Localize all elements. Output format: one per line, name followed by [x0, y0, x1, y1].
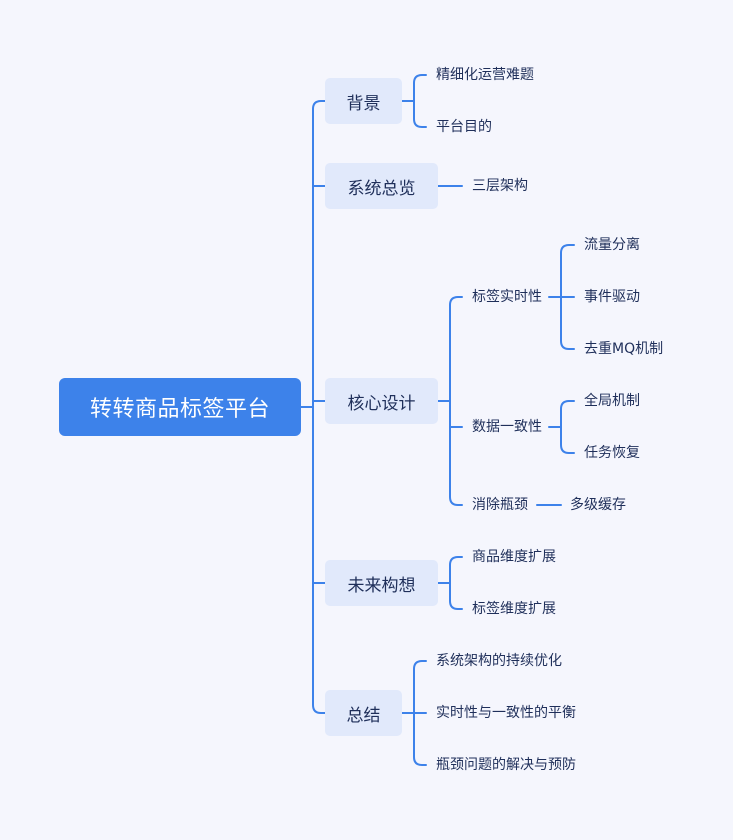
leaf-bottleneck-1[interactable]: 多级缓存	[570, 497, 626, 513]
leaf-overview-1[interactable]: 三层架构	[472, 178, 528, 194]
leaf-background-1[interactable]: 精细化运营难题	[436, 67, 534, 83]
leaf-realtime-3[interactable]: 去重MQ机制	[584, 341, 664, 357]
leaf-summary-1[interactable]: 系统架构的持续优化	[436, 653, 562, 669]
sub-branch-consistency[interactable]: 数据一致性	[472, 419, 542, 435]
leaf-background-2[interactable]: 平台目的	[436, 119, 492, 135]
branch-summary[interactable]: 总结	[325, 690, 402, 736]
root-node[interactable]: 转转商品标签平台	[59, 378, 301, 436]
leaf-consistency-1[interactable]: 全局机制	[584, 393, 640, 409]
leaf-future-1[interactable]: 商品维度扩展	[472, 549, 556, 565]
leaf-summary-2[interactable]: 实时性与一致性的平衡	[436, 705, 576, 721]
branch-core-design[interactable]: 核心设计	[325, 378, 438, 424]
sub-branch-bottleneck[interactable]: 消除瓶颈	[472, 497, 528, 513]
branch-future[interactable]: 未来构想	[325, 560, 438, 606]
leaf-realtime-2[interactable]: 事件驱动	[584, 289, 640, 305]
sub-branch-realtime[interactable]: 标签实时性	[472, 289, 542, 305]
leaf-realtime-1[interactable]: 流量分离	[584, 237, 640, 253]
branch-background[interactable]: 背景	[325, 78, 402, 124]
leaf-summary-3[interactable]: 瓶颈问题的解决与预防	[436, 757, 576, 773]
leaf-future-2[interactable]: 标签维度扩展	[472, 601, 556, 617]
leaf-consistency-2[interactable]: 任务恢复	[584, 445, 640, 461]
branch-overview[interactable]: 系统总览	[325, 163, 438, 209]
